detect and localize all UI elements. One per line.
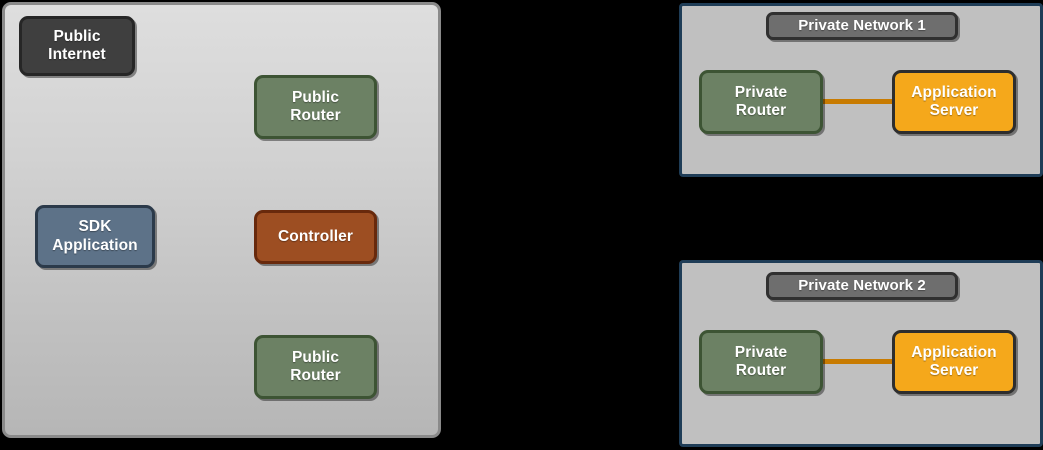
private-network-1-title: Private Network 1 <box>766 12 958 40</box>
private-network-2-title: Private Network 2 <box>766 272 958 300</box>
node-controller[interactable]: Controller <box>254 210 377 264</box>
node-private-router-1[interactable]: Private Router <box>699 70 823 134</box>
node-public-router-top[interactable]: Public Router <box>254 75 377 139</box>
node-application-server-1[interactable]: Application Server <box>892 70 1016 134</box>
node-sdk-application[interactable]: SDK Application <box>35 205 155 268</box>
public-zone-panel: Public Internet Public Router SDK Applic… <box>2 2 441 438</box>
private-network-1-title-label: Private Network 1 <box>798 17 926 35</box>
node-sdk-application-label: SDK Application <box>52 218 138 254</box>
private-network-1-link <box>820 99 896 104</box>
node-public-router-bottom[interactable]: Public Router <box>254 335 377 399</box>
node-private-router-2-label: Private Router <box>734 343 788 379</box>
private-network-2-link <box>820 359 896 364</box>
node-application-server-2[interactable]: Application Server <box>892 330 1016 394</box>
node-public-router-bottom-label: Public Router <box>290 348 341 384</box>
node-application-server-1-label: Application Server <box>911 83 997 119</box>
node-public-router-top-label: Public Router <box>290 88 341 124</box>
node-public-internet[interactable]: Public Internet <box>19 16 135 76</box>
node-controller-label: Controller <box>277 227 354 245</box>
node-public-internet-label: Public Internet <box>48 27 106 63</box>
node-private-router-2[interactable]: Private Router <box>699 330 823 394</box>
node-application-server-2-label: Application Server <box>911 343 997 379</box>
private-network-2-title-label: Private Network 2 <box>798 277 926 295</box>
node-private-router-1-label: Private Router <box>734 83 788 119</box>
